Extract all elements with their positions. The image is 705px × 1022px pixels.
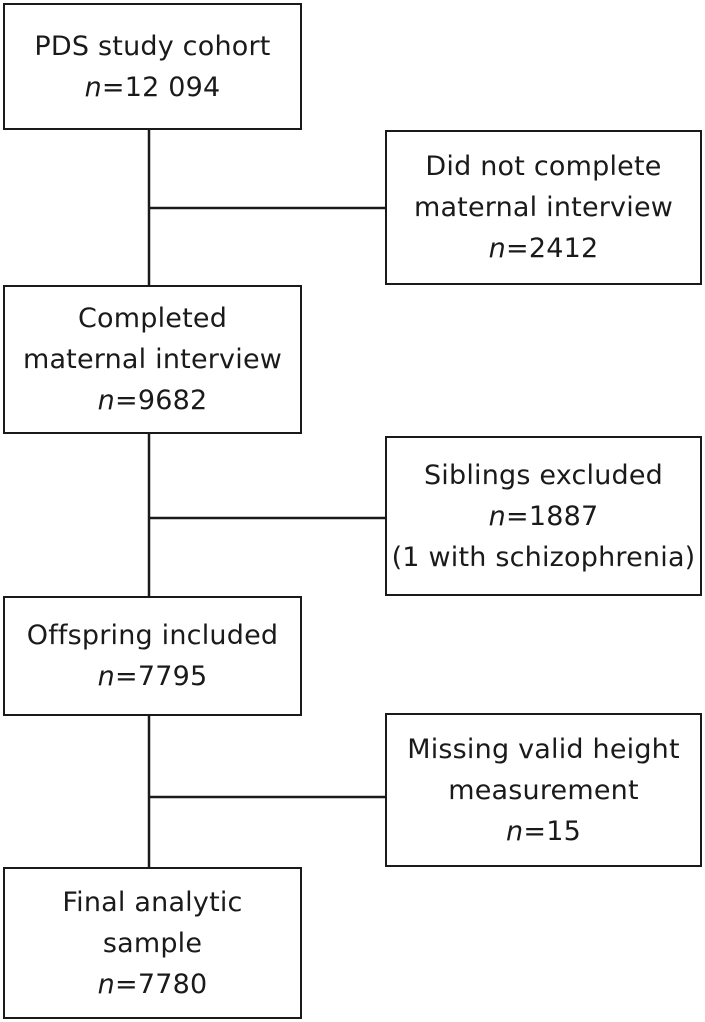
- n-symbol: n: [97, 968, 115, 1000]
- n-symbol: n: [488, 233, 506, 264]
- equals-sign: =: [114, 661, 138, 692]
- box-count: n=2412: [489, 228, 599, 269]
- box-count: n=7780: [98, 964, 208, 1005]
- box-label-line: maternal interview: [413, 192, 674, 223]
- box-label-line: measurement: [448, 774, 639, 806]
- n-symbol: n: [97, 661, 115, 692]
- count-value: 7780: [137, 968, 208, 1000]
- n-symbol: n: [488, 500, 506, 532]
- box-did-not-complete-interview: Did not complete maternal interview n=24…: [385, 130, 702, 285]
- n-symbol: n: [84, 71, 102, 103]
- box-label-line: maternal interview: [22, 344, 283, 375]
- box-note: (1 with schizophrenia): [391, 541, 696, 573]
- box-label-line: Final analytic: [62, 886, 243, 918]
- box-label-line: Completed: [77, 303, 228, 334]
- equals-sign: =: [101, 71, 125, 103]
- box-count: n=15: [506, 811, 581, 852]
- equals-sign: =: [114, 968, 138, 1000]
- box-count: n=1887: [489, 496, 599, 537]
- box-label-line: sample: [102, 927, 203, 959]
- box-siblings-excluded: Siblings excluded n=1887 (1 with schizop…: [385, 436, 702, 596]
- box-label-line: Siblings excluded: [423, 459, 664, 491]
- count-value: 1887: [528, 500, 599, 532]
- box-label-line: Offspring included: [26, 620, 279, 651]
- equals-sign: =: [505, 500, 529, 532]
- equals-sign: =: [505, 233, 529, 264]
- count-value: 2412: [528, 233, 599, 264]
- count-value: 12 094: [124, 71, 221, 103]
- box-label-line: PDS study cohort: [34, 30, 271, 62]
- count-value: 15: [546, 815, 581, 847]
- count-value: 9682: [137, 385, 208, 416]
- box-offspring-included: Offspring included n=7795: [3, 596, 302, 716]
- box-count: n=7795: [98, 656, 208, 697]
- equals-sign: =: [523, 815, 547, 847]
- box-pds-study-cohort: PDS study cohort n=12 094: [3, 3, 302, 130]
- n-symbol: n: [97, 385, 115, 416]
- box-completed-maternal-interview: Completed maternal interview n=9682: [3, 285, 302, 434]
- equals-sign: =: [114, 385, 138, 416]
- box-count: n=12 094: [85, 67, 221, 108]
- box-missing-height-measurement: Missing valid height measurement n=15: [385, 713, 702, 867]
- box-label-line: Missing valid height: [407, 733, 680, 765]
- box-final-analytic-sample: Final analytic sample n=7780: [3, 867, 302, 1019]
- box-label-line: Did not complete: [425, 151, 662, 182]
- count-value: 7795: [137, 661, 208, 692]
- n-symbol: n: [506, 815, 524, 847]
- box-count: n=9682: [98, 380, 208, 421]
